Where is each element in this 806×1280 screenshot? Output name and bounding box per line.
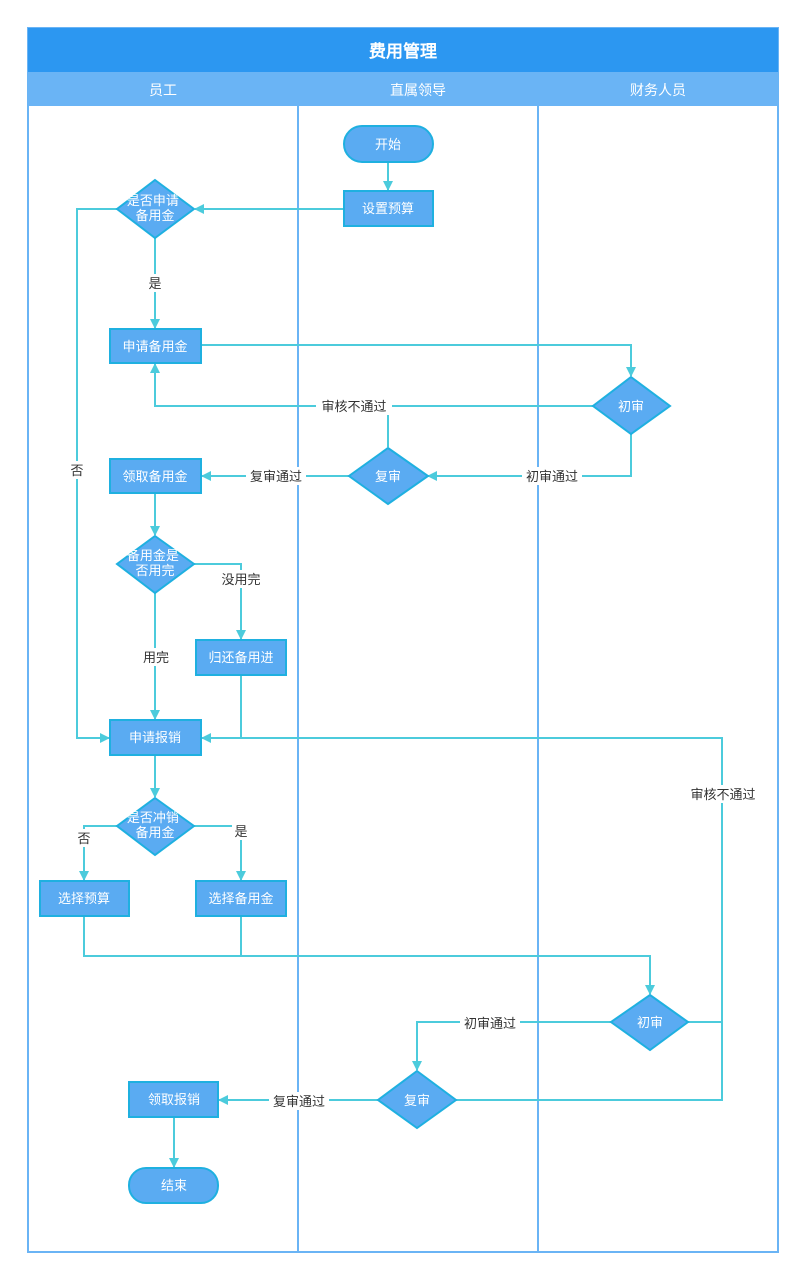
edge-label-yes-2: 是 bbox=[234, 825, 247, 840]
node-reserve-used-question-label: 备用金是 否用完 bbox=[127, 548, 183, 579]
lane-label-leader: 直属领导 bbox=[390, 82, 446, 99]
edge-label-second-pass-2: 复审通过 bbox=[273, 1095, 325, 1110]
edge-apply-to-first-review bbox=[201, 344, 636, 377]
node-apply-reserve-question bbox=[115, 178, 196, 240]
node-offset-reserve-question-line1: 是否冲销 bbox=[127, 811, 179, 826]
edge-label-bg-reject-2 bbox=[685, 785, 761, 803]
edge-label-bg-reject-1 bbox=[316, 397, 392, 415]
edge-label-bg-first-pass-1 bbox=[522, 467, 582, 485]
node-second-review-1 bbox=[347, 446, 430, 506]
node-select-budget bbox=[39, 880, 130, 917]
edge-first-review-reject bbox=[150, 363, 593, 407]
edge-label-bg-yes-2 bbox=[232, 822, 250, 840]
edge-not-used-up bbox=[194, 563, 246, 640]
edge-reject-loop bbox=[201, 733, 723, 1023]
node-apply-reserve-question-label: 是否申请 备用金 bbox=[127, 194, 183, 224]
node-second-review-2 bbox=[376, 1069, 458, 1130]
node-reserve-used-question bbox=[115, 534, 196, 595]
edge-select-to-first-review bbox=[83, 917, 655, 995]
edge-label-reject-1: 审核不通过 bbox=[321, 400, 386, 415]
node-select-budget-label: 选择预算 bbox=[58, 892, 110, 907]
edge-label-bg-yes-1 bbox=[146, 274, 164, 292]
edge-label-bg-no-2 bbox=[75, 829, 93, 847]
edge-label-second-pass-1: 复审通过 bbox=[250, 470, 302, 485]
node-apply-reserve-question-line2: 备用金 bbox=[135, 208, 174, 224]
node-first-review-2-label: 初审 bbox=[637, 1016, 663, 1031]
node-select-reserve bbox=[195, 880, 287, 917]
node-collect-reserve bbox=[109, 458, 202, 494]
edge-label-no-2: 否 bbox=[77, 832, 90, 847]
edge-second-review-2-reject bbox=[456, 1022, 723, 1101]
edge-label-yes-1: 是 bbox=[148, 277, 161, 292]
node-apply-reimburse bbox=[109, 719, 202, 756]
lane-label-employee: 员工 bbox=[149, 83, 177, 99]
lane-label-finance: 财务人员 bbox=[630, 83, 686, 99]
lane-header-bar bbox=[28, 72, 778, 106]
edge-label-bg-second-pass-2 bbox=[269, 1092, 329, 1110]
node-apply-reserve-question-line1: 是否申请 bbox=[127, 194, 179, 209]
edge-first-review-pass bbox=[427, 434, 632, 481]
node-start-label: 开始 bbox=[375, 138, 401, 153]
node-first-review-1 bbox=[591, 375, 672, 436]
node-collect-reserve-label: 领取备用金 bbox=[122, 469, 187, 485]
node-first-review-2 bbox=[609, 993, 690, 1052]
node-set-budget-label: 设置预算 bbox=[362, 202, 414, 217]
edge-label-reject-2: 审核不通过 bbox=[690, 788, 755, 803]
node-apply-reimburse-label: 申请报销 bbox=[129, 731, 181, 746]
node-second-review-2-label: 复审 bbox=[404, 1094, 430, 1109]
node-end-label: 结束 bbox=[161, 1179, 187, 1194]
edge-label-bg-first-pass-2 bbox=[460, 1014, 520, 1032]
diagram-title: 费用管理 bbox=[369, 41, 437, 62]
node-apply-reserve-label: 申请备用金 bbox=[122, 339, 187, 355]
node-reserve-used-question-line1: 备用金是 bbox=[127, 548, 179, 564]
edge-label-bg-used-up bbox=[140, 648, 172, 666]
node-select-reserve-label: 选择备用金 bbox=[208, 891, 273, 907]
node-first-review-1-label: 初审 bbox=[618, 400, 644, 415]
node-collect-reimburse-label: 领取报销 bbox=[148, 1093, 200, 1108]
edge-label-bg-not-used-up bbox=[218, 570, 264, 588]
node-return-reserve-label: 归还备用进 bbox=[208, 650, 273, 666]
node-end bbox=[128, 1167, 219, 1204]
edge-label-bg-no-1 bbox=[68, 461, 86, 479]
node-apply-reserve bbox=[109, 328, 202, 364]
edge-label-used-up: 用完 bbox=[143, 651, 169, 666]
title-bar bbox=[28, 28, 778, 72]
edge-offset-q-no bbox=[79, 825, 117, 881]
node-offset-reserve-question bbox=[115, 796, 196, 857]
edge-label-not-used-up: 没用完 bbox=[221, 573, 260, 588]
node-return-reserve bbox=[195, 639, 287, 676]
node-offset-reserve-question-line2: 备用金 bbox=[135, 825, 174, 841]
edge-label-no-1: 否 bbox=[70, 464, 83, 479]
node-second-review-1-label: 复审 bbox=[375, 470, 401, 485]
edge-label-bg-second-pass-1 bbox=[246, 467, 306, 485]
node-start bbox=[343, 125, 434, 163]
node-set-budget bbox=[343, 190, 434, 227]
node-reserve-used-question-line2: 否用完 bbox=[135, 564, 174, 579]
edge-first-review-2-pass bbox=[412, 1021, 611, 1071]
edge-label-first-pass-1: 初审通过 bbox=[526, 470, 578, 485]
node-offset-reserve-question-label: 是否冲销 备用金 bbox=[127, 811, 183, 841]
edge-label-first-pass-2: 初审通过 bbox=[464, 1017, 516, 1032]
node-collect-reimburse bbox=[128, 1081, 219, 1118]
